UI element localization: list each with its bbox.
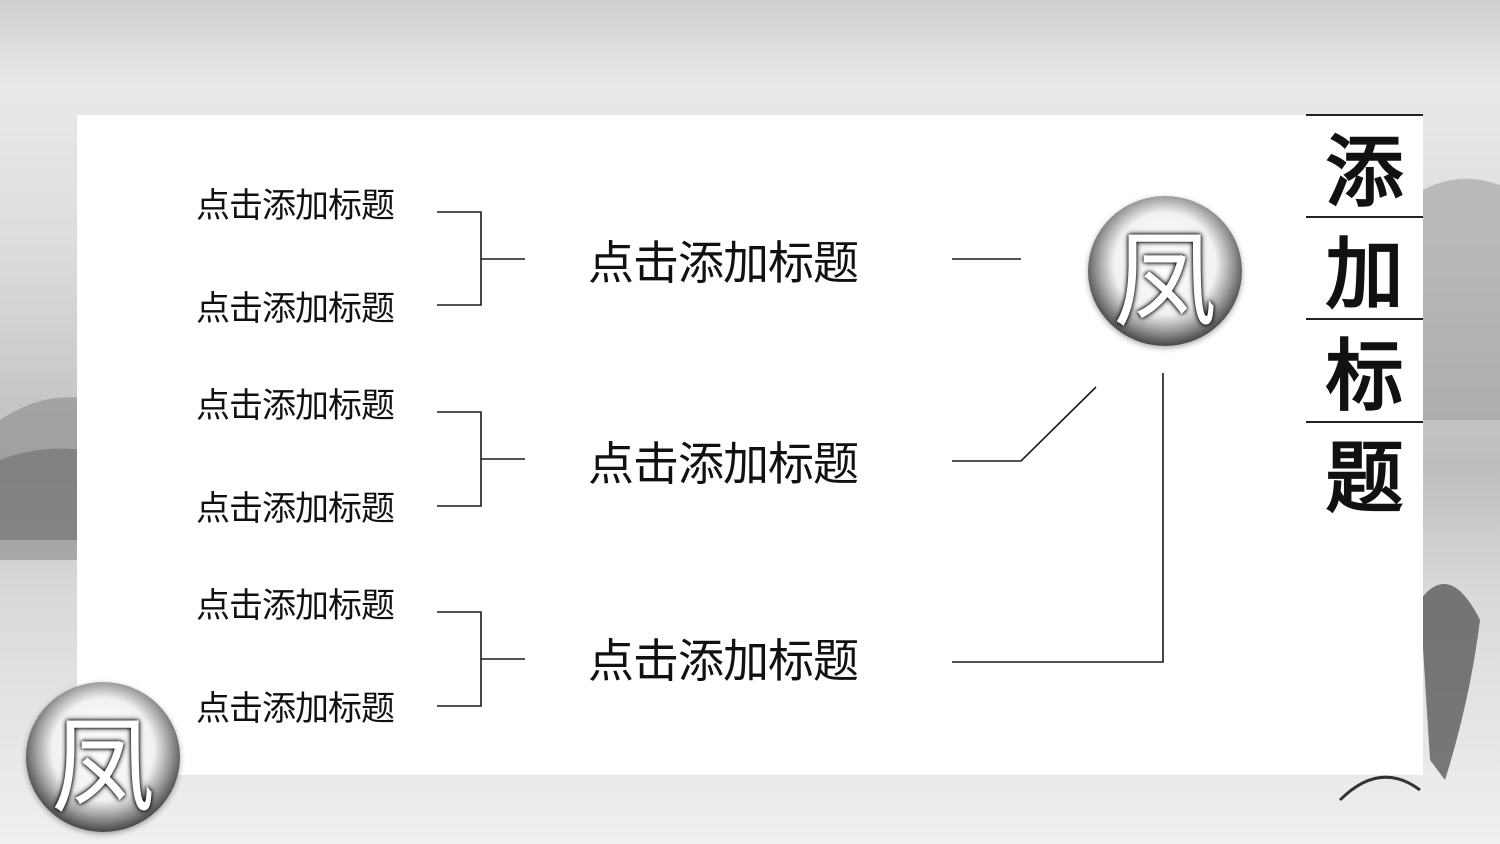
title-rule-top: [1306, 114, 1423, 116]
vertical-title-char-1: 添: [1325, 128, 1404, 218]
sub-title-1[interactable]: 点击添加标题: [196, 186, 395, 226]
group-title-2[interactable]: 点击添加标题: [588, 437, 859, 491]
sub-title-2[interactable]: 点击添加标题: [196, 289, 395, 329]
sub-title-4[interactable]: 点击添加标题: [196, 489, 395, 529]
phoenix-corner-badge-icon: 凤: [26, 682, 180, 832]
vertical-title-char-2: 加: [1325, 230, 1404, 320]
vertical-title-char-4: 题: [1325, 434, 1404, 524]
sub-title-6[interactable]: 点击添加标题: [196, 689, 395, 729]
title-rule-1: [1306, 216, 1423, 218]
sword-silhouette: [1420, 584, 1480, 780]
sub-title-5[interactable]: 点击添加标题: [196, 586, 395, 626]
title-rule-3: [1306, 421, 1423, 423]
group-title-3[interactable]: 点击添加标题: [588, 634, 859, 688]
badge-char: 凤: [1112, 219, 1217, 342]
phoenix-badge-icon: 凤: [1088, 196, 1242, 346]
vertical-title-char-3: 标: [1325, 332, 1404, 422]
corner-badge-char: 凤: [50, 705, 155, 828]
title-rule-2: [1306, 318, 1423, 320]
sub-title-3[interactable]: 点击添加标题: [196, 386, 395, 426]
group-title-1[interactable]: 点击添加标题: [588, 236, 859, 290]
